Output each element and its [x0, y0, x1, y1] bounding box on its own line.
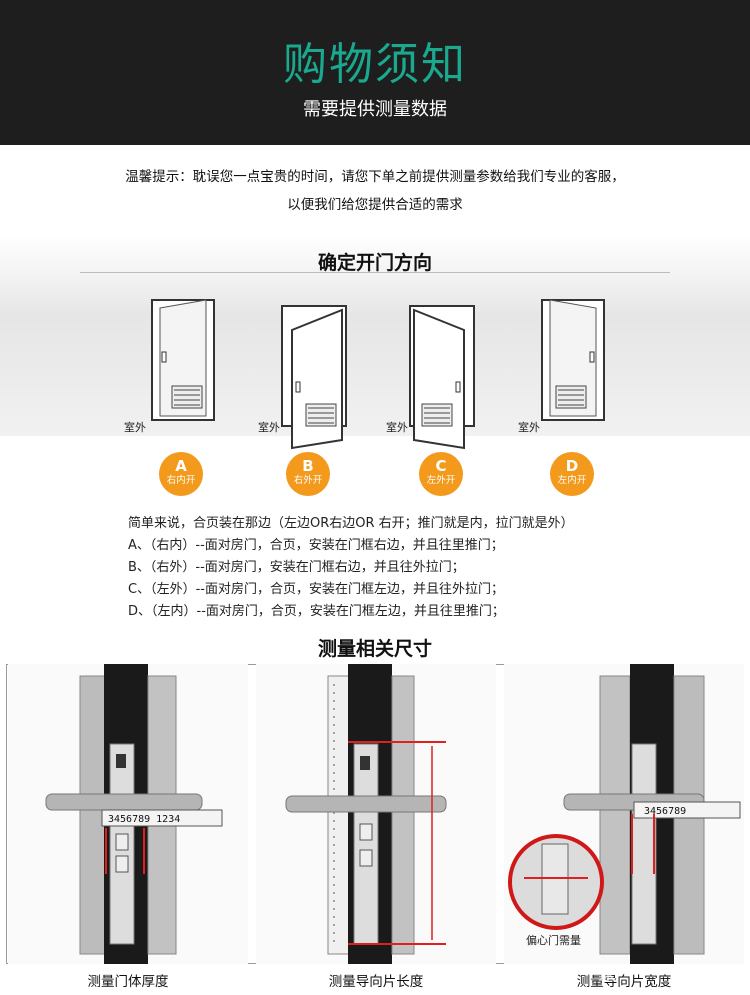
tip-line-2: 以便我们给您提供合适的需求: [287, 197, 463, 213]
desc-line-b: B、（右外）--面对房门，安装在门框右边，并且往外拉门；: [128, 560, 465, 575]
badge-d-letter: D: [565, 457, 579, 475]
badge-b-label: 右外开: [293, 475, 323, 486]
page-subtitle: 需要提供测量数据: [303, 99, 447, 120]
badge-b-letter: B: [302, 457, 314, 475]
badge-c-label: 左外开: [426, 475, 456, 486]
door-direction-title: 确定开门方向: [317, 252, 432, 274]
page-title: 购物须知: [283, 39, 467, 90]
door-c-outside-label: 室外: [386, 421, 408, 434]
photo-guide-length: [256, 664, 496, 964]
tape-numbers-1: 3456789 1234: [108, 814, 180, 825]
badge-d: D 左内开: [550, 452, 594, 496]
photo-guide-width: 3456789 偏心门需量: [504, 664, 744, 964]
door-b-illustration: [281, 305, 347, 450]
badge-a-letter: A: [175, 457, 187, 475]
door-d-outside-label: 室外: [518, 421, 540, 434]
desc-line-summary: 简单来说，合页装在那边（左边OR右边OR 右开；推门就是内，拉门就是外）: [128, 516, 574, 531]
watermark: 家: [598, 964, 616, 985]
door-d-illustration: [541, 299, 605, 421]
header-banner: [0, 0, 750, 145]
photo-door-thickness: 3456789 1234: [8, 664, 248, 964]
caption-guide-width: 测量导向片宽度: [576, 974, 672, 990]
badge-b: B 右外开: [286, 452, 330, 496]
tip-line-1: 温馨提示：耽误您一点宝贵的时间，请您下单之前提供测量参数给我们专业的客服，: [125, 169, 625, 185]
door-c-illustration: [409, 305, 475, 450]
badge-c-letter: C: [435, 457, 447, 475]
desc-line-a: A、（右内）--面对房门，合页，安装在门框右边，并且往里推门；: [128, 538, 504, 553]
door-direction-band: [0, 236, 750, 436]
measure-title: 测量相关尺寸: [317, 638, 432, 660]
badge-a-label: 右内开: [166, 475, 196, 486]
door-a-illustration: [151, 299, 215, 421]
inset-label: 偏心门需量: [526, 933, 581, 947]
desc-line-d: D、（左内）--面对房门，合页，安装在门框左边，并且往里推门；: [128, 604, 505, 619]
tape-numbers-3: 3456789: [644, 806, 686, 817]
door-a-outside-label: 室外: [124, 421, 146, 434]
divider: [80, 272, 670, 273]
badge-d-label: 左内开: [557, 475, 587, 486]
door-b-outside-label: 室外: [258, 421, 280, 434]
badge-c: C 左外开: [419, 452, 463, 496]
desc-line-c: C、（左外）--面对房门，合页，安装在门框左边，并且往外拉门；: [128, 582, 504, 597]
caption-door-thickness: 测量门体厚度: [87, 974, 169, 990]
badge-a: A 右内开: [159, 452, 203, 496]
caption-guide-length: 测量导向片长度: [328, 974, 424, 990]
